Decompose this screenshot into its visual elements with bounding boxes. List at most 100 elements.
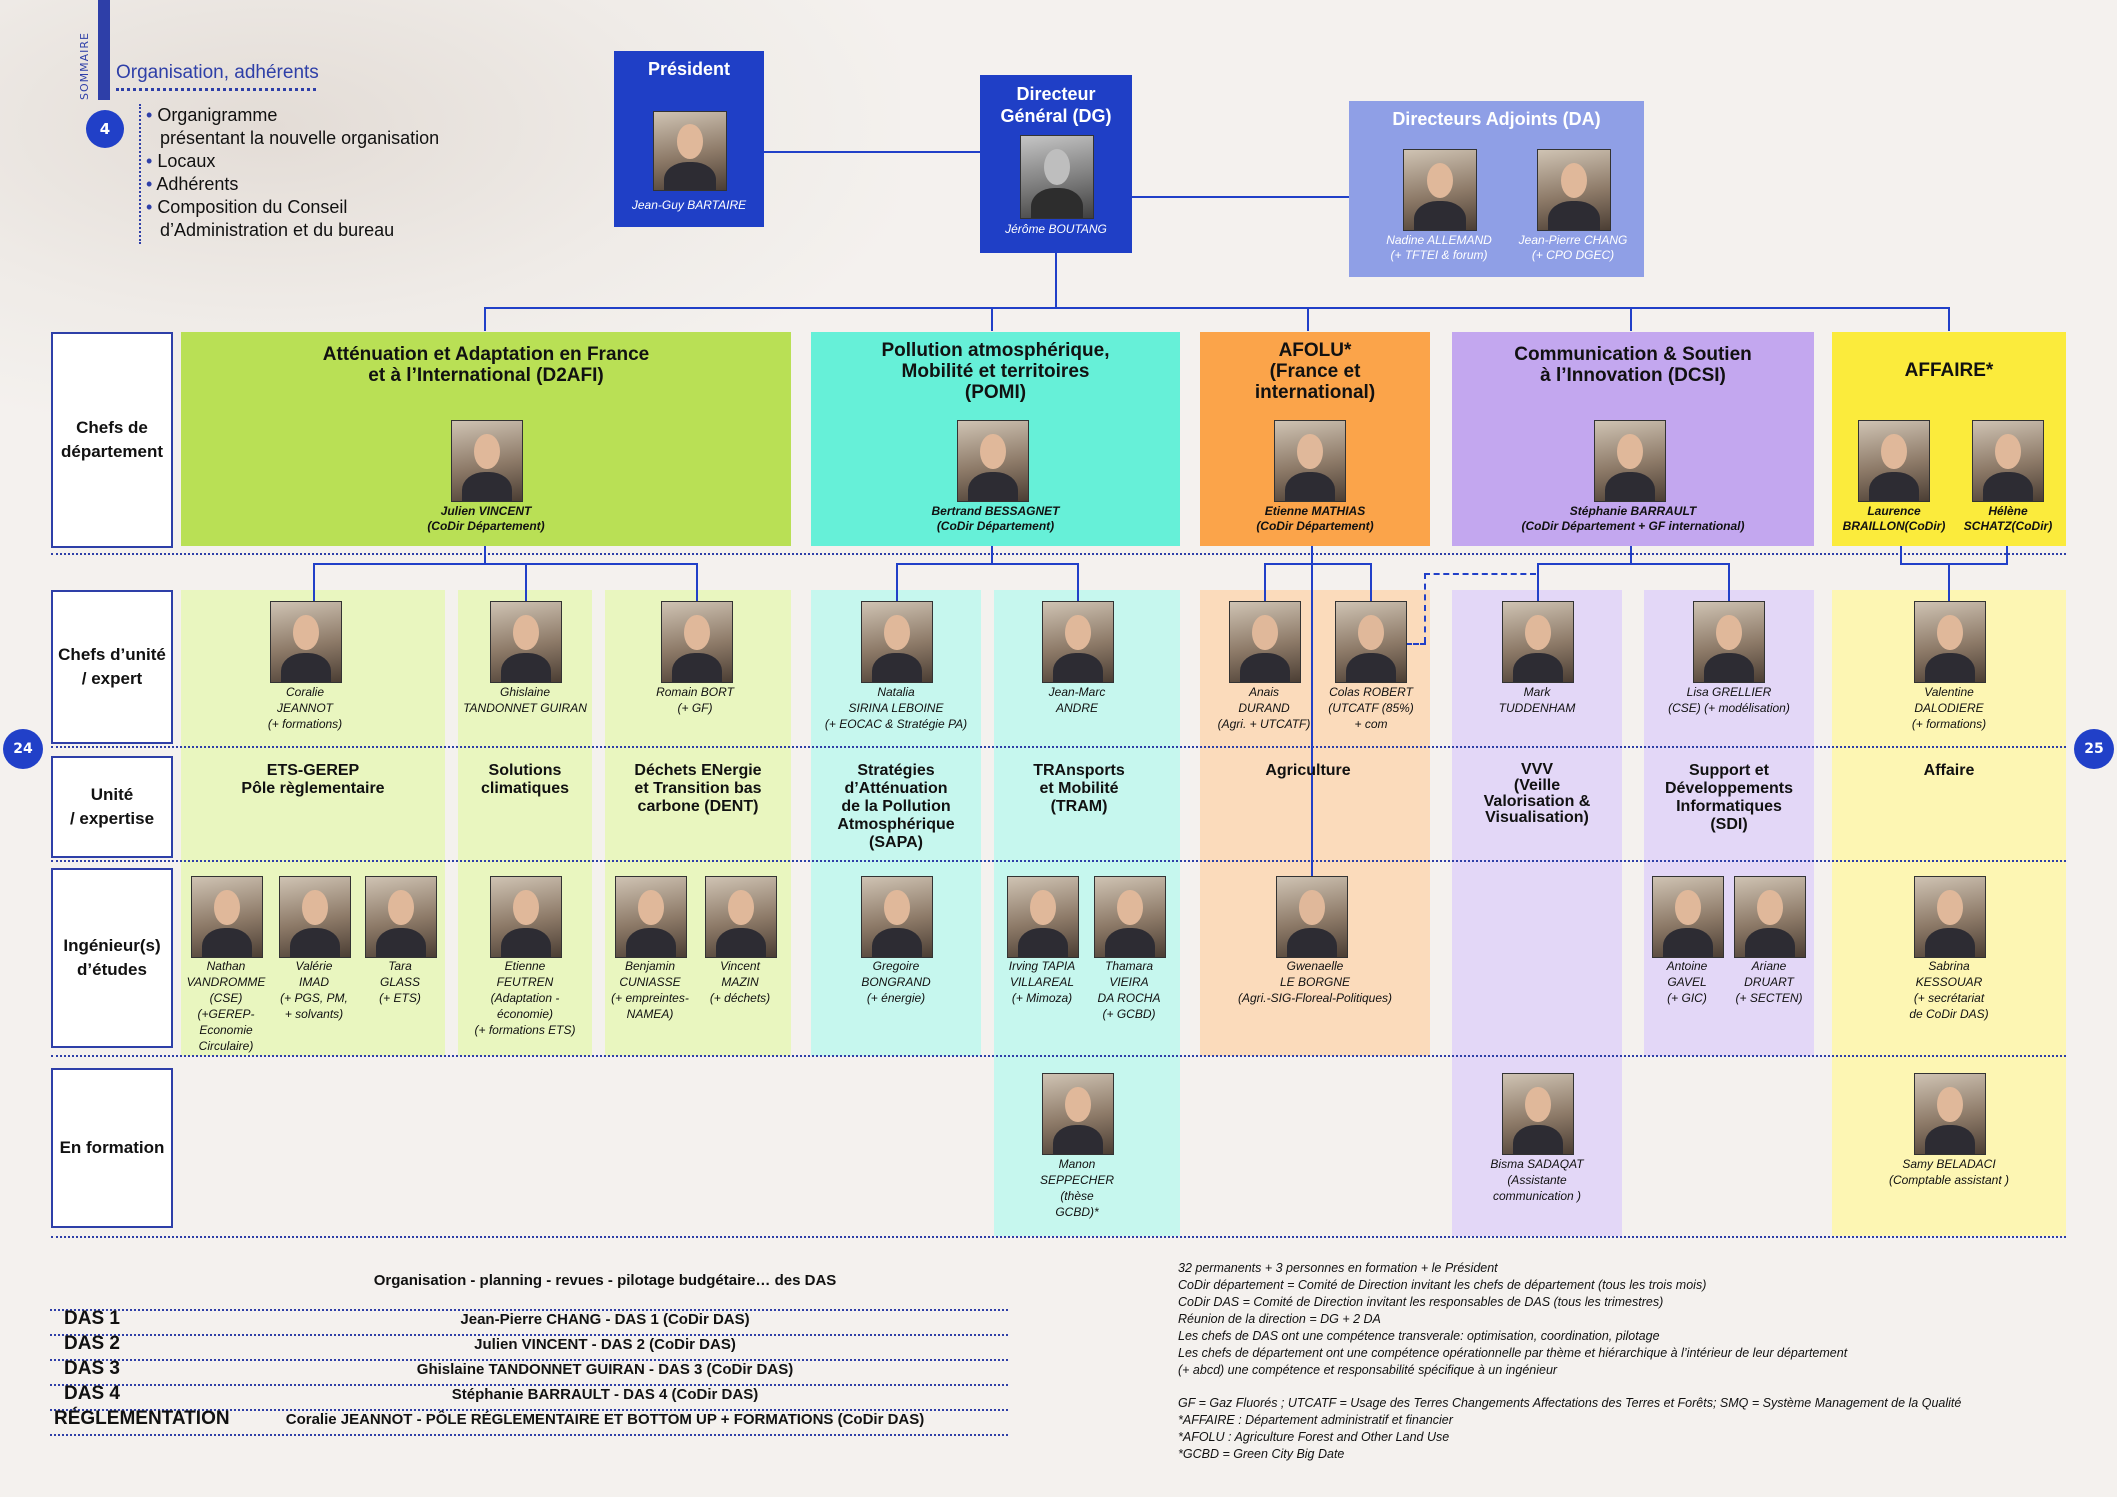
person-photo bbox=[490, 876, 562, 958]
page-number-left[interactable]: 24 bbox=[3, 729, 43, 769]
person-name: Irving TAPIA bbox=[1008, 959, 1076, 973]
person-name: Antoine bbox=[1666, 959, 1708, 973]
das-value: Ghislaine TANDONNET GUIRAN - DAS 3 (CoDi… bbox=[416, 1361, 794, 1378]
section-number-badge: 4 bbox=[86, 110, 124, 148]
president-photo bbox=[653, 111, 727, 191]
person-role: GCBD)* bbox=[1055, 1205, 1099, 1219]
summary-dotted-line bbox=[139, 104, 141, 244]
summary-item[interactable]: Composition du Conseil bbox=[146, 196, 439, 219]
dept-title-line: (France et bbox=[1269, 361, 1361, 382]
row-separator bbox=[51, 553, 2066, 555]
dept-title-line: AFOLU* bbox=[1278, 340, 1352, 361]
da-title: Directeurs Adjoints (DA) bbox=[1392, 109, 1601, 129]
person-name: Anais bbox=[1248, 685, 1280, 699]
unit-name: Affaire bbox=[1923, 762, 1975, 779]
person-role: (+ EOCAC & Stratégie PA) bbox=[824, 717, 968, 731]
person-role: (Adaptation - bbox=[490, 991, 560, 1005]
person-role: (+ ETS) bbox=[379, 991, 421, 1005]
summary-bar bbox=[98, 0, 110, 100]
person-role: (+ GIC) bbox=[1667, 991, 1707, 1005]
connector-line bbox=[896, 563, 1078, 565]
das-row bbox=[50, 1384, 1008, 1411]
summary-link[interactable]: SOMMAIRE bbox=[78, 32, 91, 100]
person-photo bbox=[1652, 876, 1724, 958]
das-row bbox=[50, 1334, 1008, 1361]
connector-line bbox=[1948, 307, 1950, 331]
note-line: (+ abcd) une compétence et responsabilit… bbox=[1178, 1363, 1558, 1377]
person-name: Nathan bbox=[206, 959, 246, 973]
president-box: Président Jean-Guy BARTAIRE bbox=[614, 51, 764, 227]
das-value: Julien VINCENT - DAS 2 (CoDir DAS) bbox=[474, 1336, 736, 1353]
person-photo bbox=[270, 601, 342, 683]
person-role: + com bbox=[1354, 717, 1388, 731]
person-photo bbox=[1502, 1073, 1574, 1155]
page-number-right[interactable]: 25 bbox=[2074, 729, 2114, 769]
person-name: VANDROMME bbox=[186, 975, 266, 989]
das-label: DAS 4 bbox=[64, 1383, 120, 1404]
connector-line bbox=[1728, 563, 1730, 601]
person-photo bbox=[1914, 1073, 1986, 1155]
dept-affaire: AFFAIRE* Laurence BRAILLON(CoDir) Hélène… bbox=[1832, 332, 2066, 546]
person-role: (+ déchets) bbox=[709, 991, 771, 1005]
notes-block: 32 permanents + 3 personnes en formation… bbox=[1178, 1260, 1961, 1463]
dashed-connector bbox=[1424, 573, 1426, 643]
dept-chief-role: (CoDir Département) bbox=[936, 519, 1055, 533]
dept-title-line: AFFAIRE* bbox=[1904, 360, 1994, 381]
unit-name: Informatiques bbox=[1676, 798, 1782, 815]
das-value: Coralie JEANNOT - PÔLE RÉGLEMENTAIRE ET … bbox=[285, 1411, 925, 1428]
connector-line bbox=[1900, 563, 2008, 565]
row-label-line: département bbox=[60, 442, 164, 461]
summary-item[interactable]: Adhérents bbox=[146, 173, 439, 196]
summary-item[interactable]: présentant la nouvelle organisation bbox=[160, 128, 440, 148]
dashed-connector bbox=[1424, 573, 1536, 575]
dept-chief-photo bbox=[1594, 420, 1666, 502]
person-photo bbox=[1914, 876, 1986, 958]
person-role: économie) bbox=[496, 1007, 554, 1021]
da-name-2: Jean-Pierre CHANG bbox=[1518, 233, 1628, 247]
person-name: GLASS bbox=[379, 975, 421, 989]
person-name: Manon bbox=[1058, 1157, 1096, 1171]
row-label-line: En formation bbox=[59, 1138, 165, 1157]
unit-name: VVV bbox=[1520, 761, 1553, 778]
connector-line bbox=[1264, 563, 1372, 565]
das-row bbox=[50, 1309, 1008, 1336]
person-role: (+ formations) bbox=[1911, 717, 1987, 731]
person-role: (Agri. + UTCATF) bbox=[1217, 717, 1311, 731]
summary-item[interactable]: Organigramme bbox=[146, 104, 439, 127]
person-role: (+ PGS, PM, bbox=[280, 991, 348, 1005]
person-role: (Agri.-SIG-Floreal-Politiques) bbox=[1237, 991, 1393, 1005]
person-role: (+ formations ETS) bbox=[474, 1023, 576, 1037]
note-line: 32 permanents + 3 personnes en formation… bbox=[1178, 1261, 1498, 1275]
person-role: (CSE) (+ modélisation) bbox=[1668, 701, 1790, 715]
da-name-1: Nadine ALLEMAND bbox=[1386, 233, 1492, 247]
connector-line bbox=[1370, 563, 1372, 601]
connector-line bbox=[1948, 563, 1950, 601]
person-name: MAZIN bbox=[721, 975, 759, 989]
dept-chief-role: SCHATZ(CoDir) bbox=[1963, 519, 2053, 533]
note-line: Réunion de la direction = DG + 2 DA bbox=[1178, 1312, 1381, 1326]
da-box: Directeurs Adjoints (DA) Nadine ALLEMAND… bbox=[1349, 101, 1644, 277]
summary-item[interactable]: Locaux bbox=[146, 150, 439, 173]
connector-line bbox=[1900, 546, 1902, 564]
row-label-trainees: En formation bbox=[51, 1068, 173, 1228]
dept-chief-name: Etienne MATHIAS bbox=[1264, 504, 1366, 518]
dept-title-line: international) bbox=[1254, 382, 1376, 403]
person-role: (+ Mimoza) bbox=[1011, 991, 1073, 1005]
row-label-line: Unité bbox=[90, 785, 134, 804]
dept-chief-photo bbox=[1972, 420, 2044, 502]
person-photo bbox=[1042, 1073, 1114, 1155]
person-role: communication ) bbox=[1492, 1189, 1582, 1203]
summary-item[interactable]: d’Administration et du bureau bbox=[160, 220, 395, 240]
unit-name: Développements bbox=[1664, 780, 1794, 797]
das-value: Stéphanie BARRAULT - DAS 4 (CoDir DAS) bbox=[451, 1386, 759, 1403]
note-line: GF = Gaz Fluorés ; UTCATF = Usage des Te… bbox=[1178, 1396, 1962, 1410]
row-label-line: Ingénieur(s) bbox=[63, 936, 161, 955]
person-name: CUNIASSE bbox=[619, 975, 681, 989]
da-photo-1 bbox=[1403, 149, 1477, 231]
person-name: VILLAREAL bbox=[1009, 975, 1075, 989]
person-name: Ariane bbox=[1751, 959, 1787, 973]
connector-line bbox=[484, 307, 486, 331]
row-label-line: Chefs d’unité bbox=[58, 645, 166, 664]
person-role: (+ secrétariat bbox=[1913, 991, 1985, 1005]
